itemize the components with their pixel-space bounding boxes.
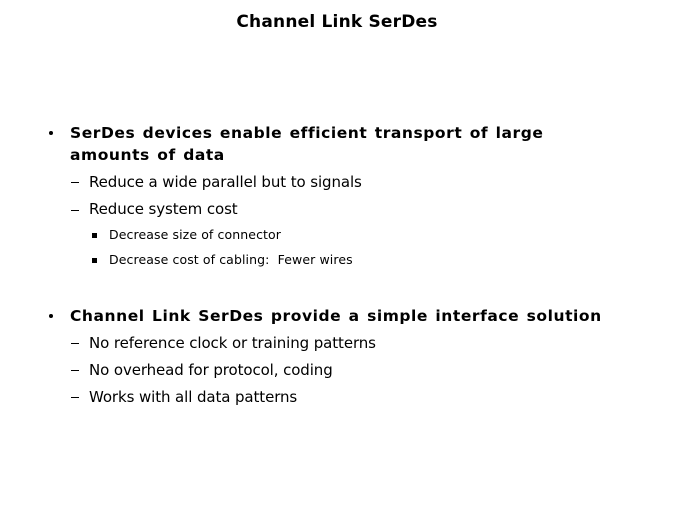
dash-icon: [71, 397, 79, 399]
bullet-dot-icon: [49, 131, 53, 135]
bullet-text: SerDes devices enable efficient transpor…: [70, 124, 544, 142]
slide-title: Channel Link SerDes: [236, 12, 438, 32]
square-bullet-icon: [92, 258, 97, 263]
sub-sub-bullet-text: Decrease cost of cabling: Fewer wires: [109, 252, 353, 267]
bullet-text-continued: amounts of data: [70, 146, 225, 164]
square-bullet-icon: [92, 233, 97, 238]
sub-bullet-text: No reference clock or training patterns: [89, 334, 376, 352]
sub-bullet-text: Works with all data patterns: [89, 388, 298, 406]
sub-sub-bullet-text: Decrease size of connector: [109, 227, 282, 242]
dash-icon: [71, 182, 79, 184]
sub-bullet-text: Reduce system cost: [89, 200, 238, 218]
bullet-dot-icon: [49, 314, 53, 318]
dash-icon: [71, 210, 79, 212]
bullet-text: Channel Link SerDes provide a simple int…: [70, 307, 602, 325]
dash-icon: [71, 370, 79, 372]
sub-bullet-text: Reduce a wide parallel but to signals: [89, 173, 362, 191]
dash-icon: [71, 343, 79, 345]
sub-bullet-text: No overhead for protocol, coding: [89, 361, 333, 379]
